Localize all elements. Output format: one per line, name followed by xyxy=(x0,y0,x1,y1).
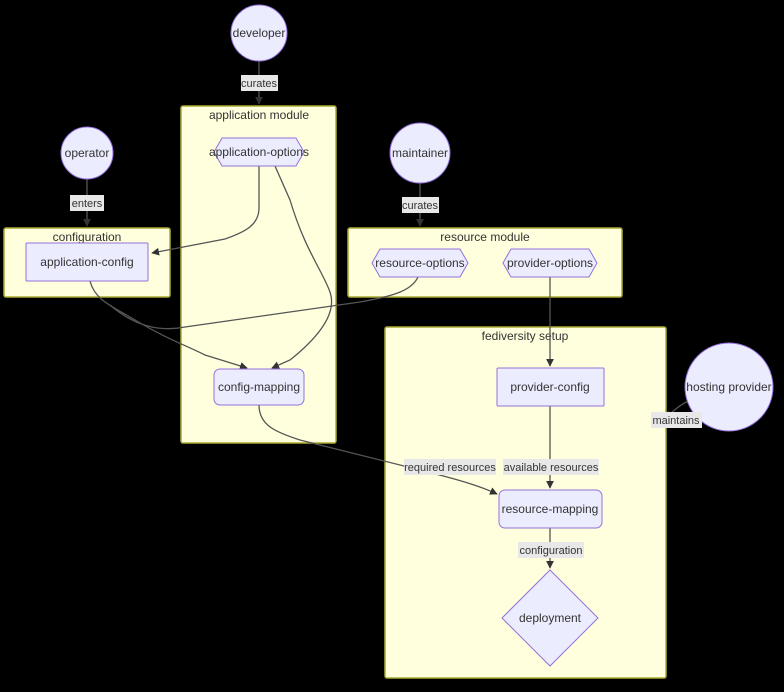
edge-label-curates-maintainer: curates xyxy=(402,197,439,213)
node-provider-options[interactable]: provider-options xyxy=(502,248,598,278)
edge-label-text: maintains xyxy=(652,415,700,427)
edge-label-maintains: maintains xyxy=(651,412,702,428)
edge-label-text: curates xyxy=(402,200,439,212)
edge-labels-layer: curates enters curates required resource… xyxy=(70,75,702,558)
node-application-options[interactable]: application-options xyxy=(209,137,309,167)
edge-label-text: curates xyxy=(241,78,278,90)
node-label-hosting-provider: hosting provider xyxy=(686,380,771,394)
node-label-provider-config: provider-config xyxy=(510,380,589,394)
edge-application-config-to-config-mapping xyxy=(89,280,248,370)
edge-label-curates-developer: curates xyxy=(241,75,278,91)
node-provider-config[interactable]: provider-config xyxy=(496,367,605,407)
edge-label-text: enters xyxy=(72,198,103,210)
node-label-deployment: deployment xyxy=(519,611,582,625)
node-label-application-options: application-options xyxy=(209,145,309,159)
node-label-resource-options: resource-options xyxy=(375,256,464,270)
edge-application-options-to-config-mapping xyxy=(271,165,333,369)
edge-label-configuration: configuration xyxy=(518,542,584,558)
edge-label-required-resources: required resources xyxy=(404,459,496,475)
node-maintainer[interactable]: maintainer xyxy=(389,122,451,184)
node-application-config[interactable]: application-config xyxy=(25,242,149,282)
node-label-provider-options: provider-options xyxy=(507,256,593,270)
node-developer[interactable]: developer xyxy=(230,4,288,62)
node-label-maintainer: maintainer xyxy=(392,146,448,160)
node-label-developer: developer xyxy=(233,26,286,40)
edge-label-available-resources: available resources xyxy=(503,459,599,475)
edge-application-options-to-application-config xyxy=(151,166,260,256)
node-label-operator: operator xyxy=(65,146,110,160)
node-deployment[interactable]: deployment xyxy=(501,569,599,667)
node-label-resource-mapping: resource-mapping xyxy=(502,502,599,516)
edge-label-text: available resources xyxy=(504,462,599,474)
node-resource-mapping[interactable]: resource-mapping xyxy=(498,489,603,529)
subgraph-label-application-module: application module xyxy=(209,108,309,122)
edge-label-text: required resources xyxy=(404,462,496,474)
node-label-config-mapping: config-mapping xyxy=(218,380,300,394)
node-hosting-provider[interactable]: hosting provider xyxy=(684,342,774,432)
node-label-application-config: application-config xyxy=(40,255,133,269)
subgraph-application-module[interactable]: application module xyxy=(180,105,337,444)
node-config-mapping[interactable]: config-mapping xyxy=(213,368,305,406)
edge-resource-options-to-config-mapping-tail xyxy=(109,276,419,330)
edge-label-text: configuration xyxy=(520,545,583,557)
edge-label-enters: enters xyxy=(70,195,104,211)
node-operator[interactable]: operator xyxy=(60,126,114,180)
node-resource-options[interactable]: resource-options xyxy=(371,248,469,278)
subgraph-label-resource-module: resource module xyxy=(440,230,530,244)
subgraph-label-fediversity-setup: fediversity setup xyxy=(482,329,569,343)
subgraph-label-configuration: configuration xyxy=(53,230,122,244)
